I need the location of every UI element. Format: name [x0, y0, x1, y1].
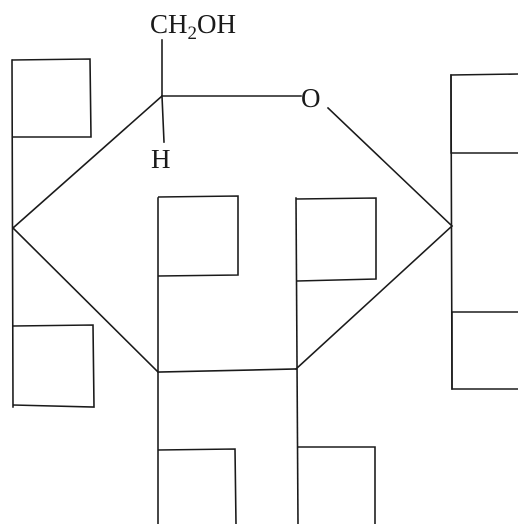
blank-box-c2-bottom[interactable] — [298, 446, 376, 524]
blank-box-c1-bottom[interactable] — [451, 311, 518, 390]
bond-ring-oxygen-c1 — [326, 106, 454, 228]
blank-box-c3-top[interactable] — [157, 195, 239, 277]
blank-box-c3-bottom[interactable] — [157, 448, 237, 524]
bond-c5-c4 — [11, 94, 164, 230]
bond-c2-c1 — [294, 224, 454, 371]
ch2oh-label-prefix: CH — [150, 9, 188, 39]
hydrogen-label: H — [151, 144, 171, 174]
blank-box-c4-bottom[interactable] — [12, 324, 95, 408]
bond-c4-vertical — [11, 59, 14, 408]
blank-box-c4-top[interactable] — [11, 58, 92, 138]
bond-c2-vertical — [295, 197, 299, 524]
bond-c4-c3 — [11, 226, 160, 374]
ch2oh-label-subscript: 2 — [188, 23, 198, 44]
bond-c3-c2 — [157, 368, 297, 373]
ch2oh-label: CH2OH — [150, 9, 236, 44]
blank-box-c2-top[interactable] — [295, 197, 377, 282]
ch2oh-label-suffix: OH — [197, 9, 236, 39]
blank-box-c1-top[interactable] — [450, 73, 518, 154]
ring-oxygen-label: O — [301, 83, 321, 113]
bond-c5-hydrogen — [161, 95, 165, 143]
